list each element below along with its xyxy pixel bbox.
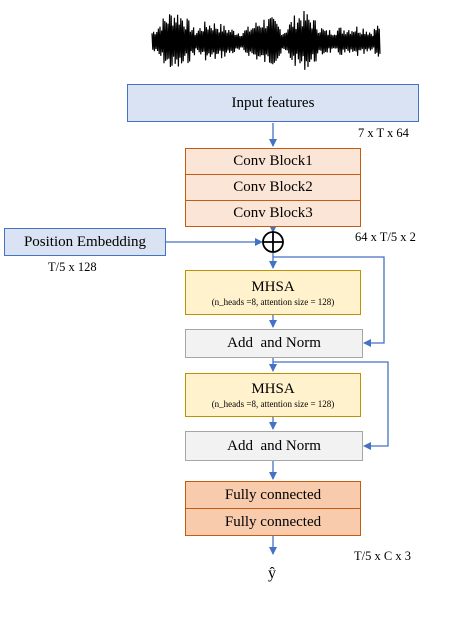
mhsa-2-title: MHSA <box>251 381 295 397</box>
fully-connected-2-label: Fully connected <box>224 513 322 530</box>
conv-dimension-label: 64 x T/5 x 2 <box>355 230 416 244</box>
conv-block-2-label: Conv Block2 <box>233 179 313 195</box>
position-embedding-dimension: T/5 x 128 <box>48 260 97 274</box>
mhsa-block-2: MHSA (n_heads =8, attention size = 128) <box>185 373 361 417</box>
conv-block-2: Conv Block2 <box>185 174 361 201</box>
position-embedding-box: Position Embedding <box>4 228 166 256</box>
input-features-label: Input features <box>231 94 315 111</box>
fully-connected-1-label: Fully connected <box>224 486 322 503</box>
audio-waveform-icon <box>151 10 381 70</box>
position-embedding-label: Position Embedding <box>23 233 147 250</box>
input-features-box: Input features <box>127 84 419 122</box>
conv-block-1: Conv Block1 <box>185 148 361 175</box>
mhsa-2-params: (n_heads =8, attention size = 128) <box>211 399 335 409</box>
input-dimension-label: 7 x T x 64 <box>358 126 409 140</box>
mhsa-1-title: MHSA <box>251 278 295 295</box>
output-dimension-label: T/5 x C x 3 <box>354 549 411 563</box>
conv-block-3-label: Conv Block3 <box>233 205 313 221</box>
add-norm-block-2: Add and Norm <box>185 431 363 461</box>
output-y-hat: ŷ <box>268 565 276 582</box>
waveform-trace <box>151 10 381 70</box>
mhsa-block-1: MHSA (n_heads =8, attention size = 128) <box>185 270 361 315</box>
residual-arrow-1 <box>273 256 385 347</box>
mhsa-1-params: (n_heads =8, attention size = 128) <box>211 296 335 307</box>
fully-connected-1: Fully connected <box>185 481 361 509</box>
conv-block-3: Conv Block3 <box>185 200 361 227</box>
addition-icon <box>262 231 284 253</box>
add-norm-2-label: Add and Norm <box>227 437 321 454</box>
fully-connected-2: Fully connected <box>185 508 361 536</box>
conv-block-1-label: Conv Block1 <box>233 153 313 169</box>
add-norm-block-1: Add and Norm <box>185 329 363 358</box>
add-norm-1-label: Add and Norm <box>227 335 321 351</box>
residual-arrow-2 <box>273 361 389 450</box>
